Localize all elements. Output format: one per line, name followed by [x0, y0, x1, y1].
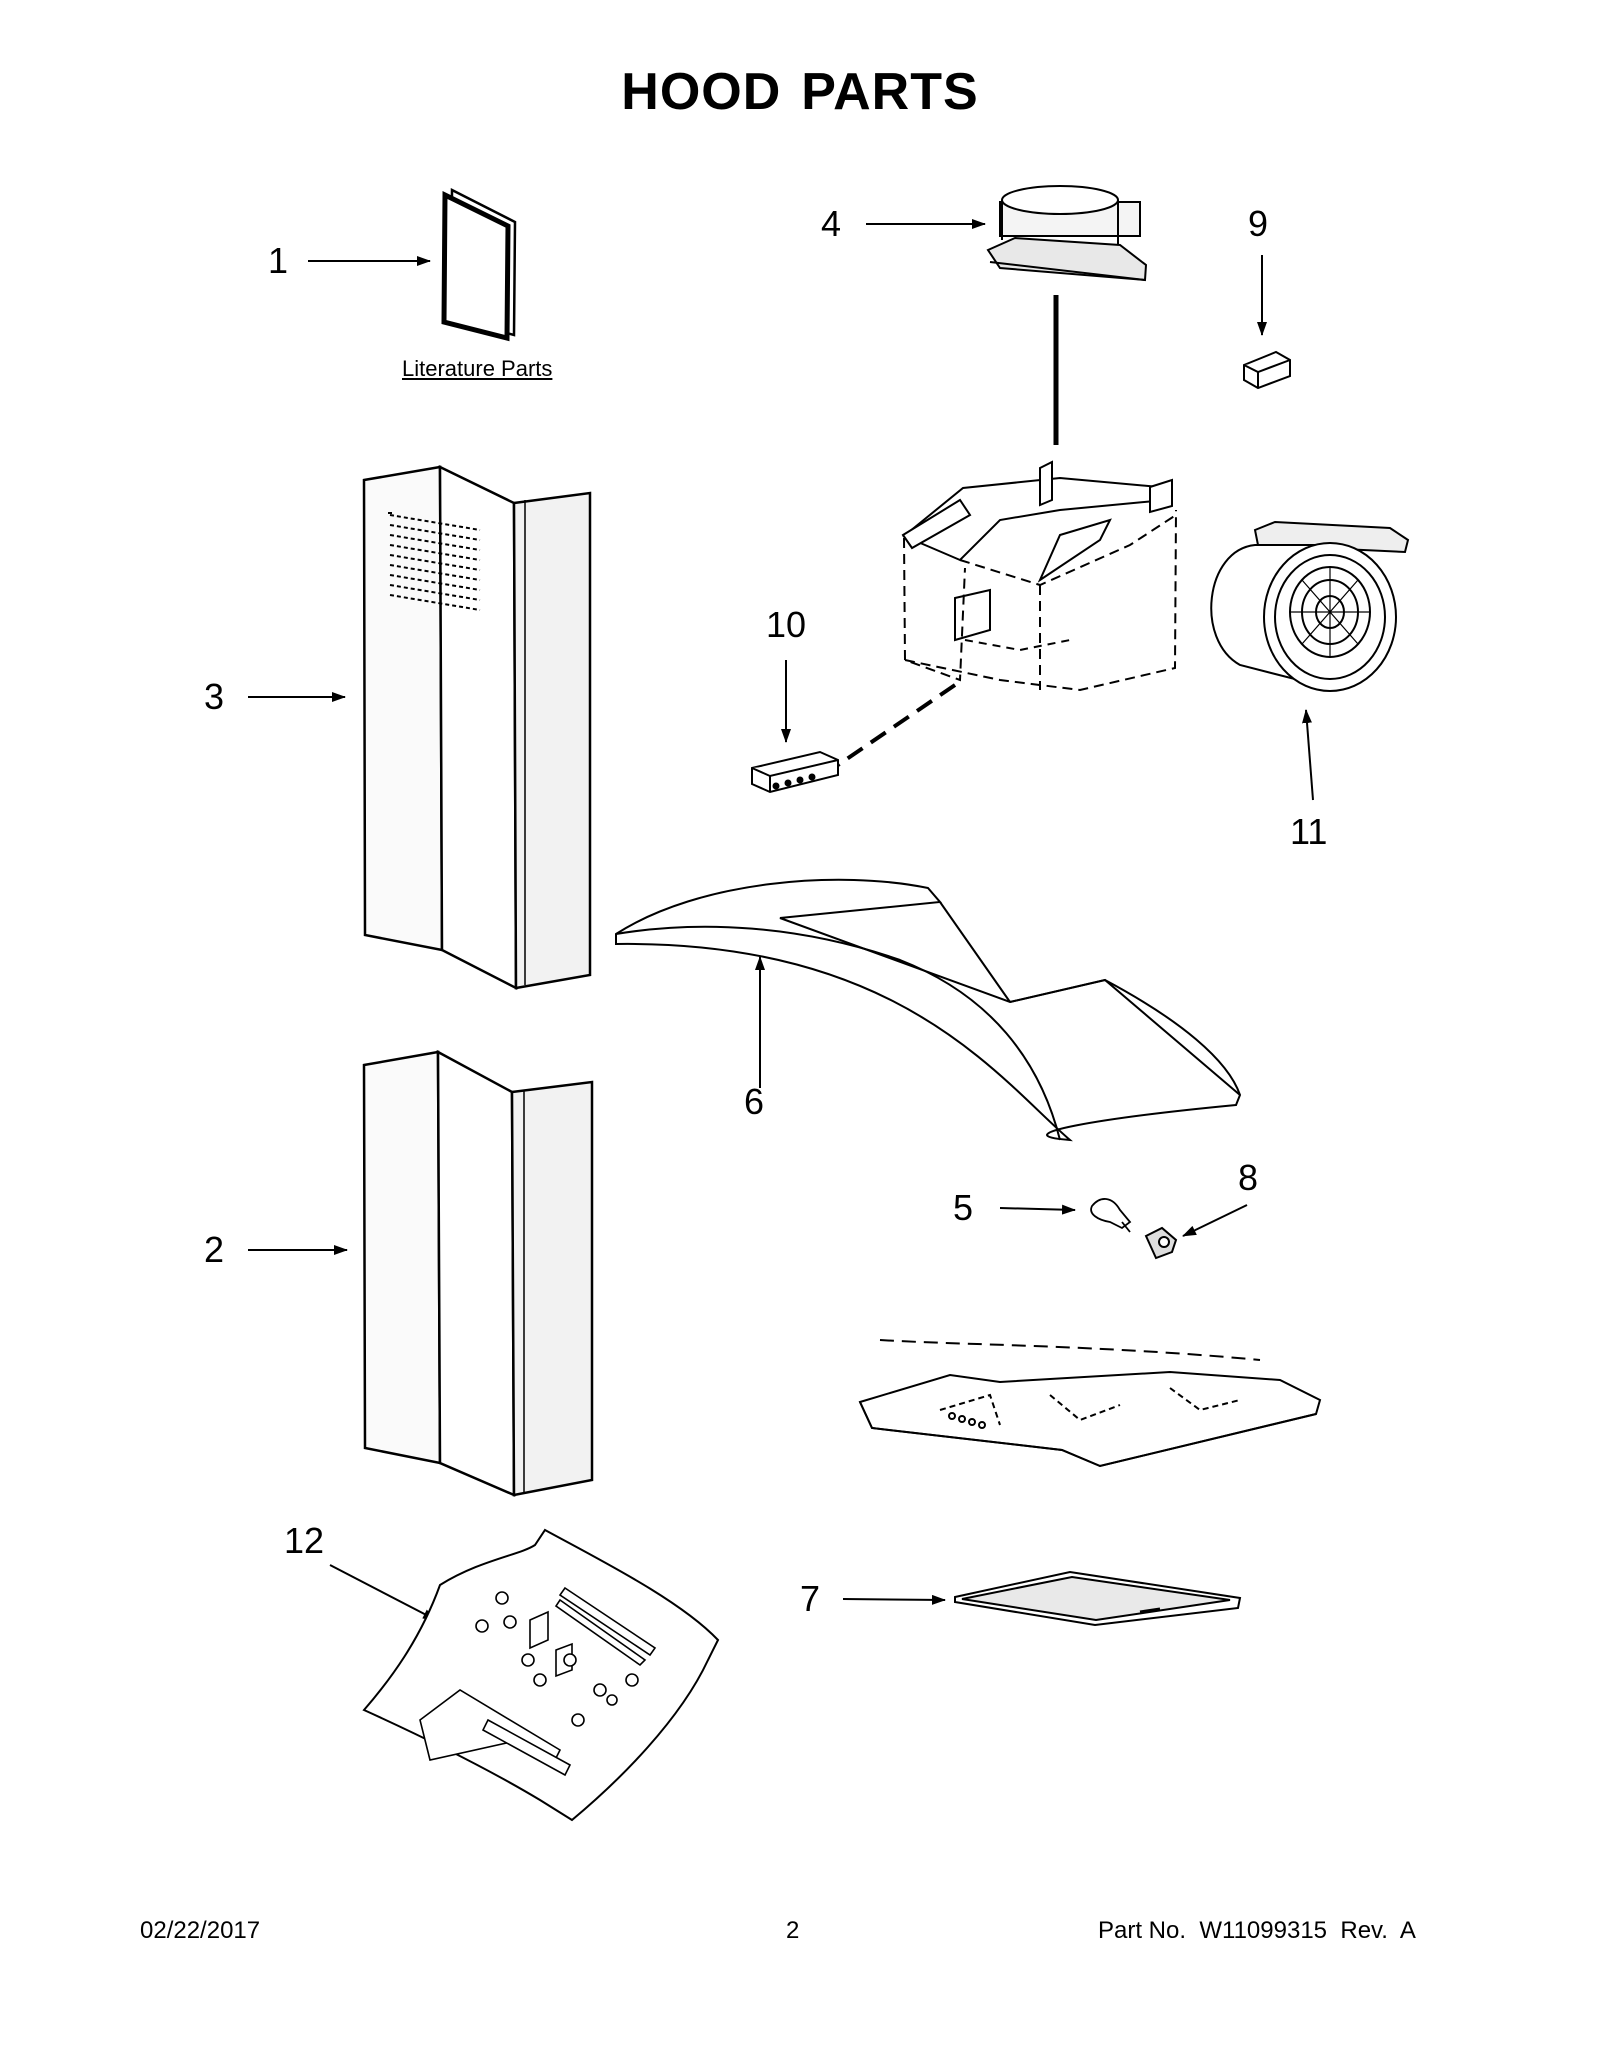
control-board [751, 750, 839, 794]
callout-8: 8 [1238, 1157, 1259, 1198]
callout-4: 4 [821, 203, 842, 244]
grease-filter [954, 1570, 1242, 1627]
callout-5: 5 [953, 1187, 974, 1228]
lower-chimney-cover [362, 1049, 594, 1497]
title-word-1: HOOD [621, 63, 782, 121]
hood-housing [901, 460, 1177, 692]
lamp-socket [1144, 1226, 1178, 1260]
vent-slots [388, 512, 392, 514]
hood-bottom-frame [858, 1339, 1322, 1468]
housing-to-control-dashed-line [836, 683, 957, 767]
callout-3: 3 [204, 676, 225, 717]
upper-chimney-cover [362, 464, 592, 991]
footer-page-number: 2 [786, 1917, 800, 1944]
callout-12: 12 [284, 1520, 325, 1561]
blower-fan-assembly [1210, 520, 1410, 692]
callout-11: 11 [1290, 811, 1328, 852]
glass-canopy [615, 878, 1242, 1142]
arrow-7 [842, 1594, 946, 1605]
arrow-11 [1302, 709, 1314, 801]
callout-6: 6 [744, 1081, 765, 1122]
light-bulb [1090, 1198, 1132, 1233]
arrow-5 [999, 1204, 1076, 1215]
light-switch-part [1243, 350, 1291, 390]
duct-collar [986, 185, 1148, 282]
callout-10: 10 [766, 604, 807, 645]
upper-vent-grille [389, 514, 481, 611]
footer-part-number: Part No. W11099315 Rev. A [1098, 1917, 1416, 1944]
callout-arrows [248, 219, 1314, 1621]
callout-2: 2 [204, 1229, 225, 1270]
literature-parts-label: Literature Parts [402, 356, 553, 381]
callout-1: 1 [268, 240, 289, 281]
callout-9: 9 [1248, 203, 1269, 244]
hardware-pieces [419, 1586, 657, 1777]
page-title: HOOD PARTS [0, 62, 1600, 122]
footer-date: 02/22/2017 [140, 1917, 261, 1944]
callout-7: 7 [800, 1578, 821, 1619]
arrow-8 [1182, 1204, 1248, 1237]
title-word-2: PARTS [801, 63, 979, 121]
literature-booklet [441, 187, 517, 342]
arrow-12 [329, 1564, 437, 1621]
